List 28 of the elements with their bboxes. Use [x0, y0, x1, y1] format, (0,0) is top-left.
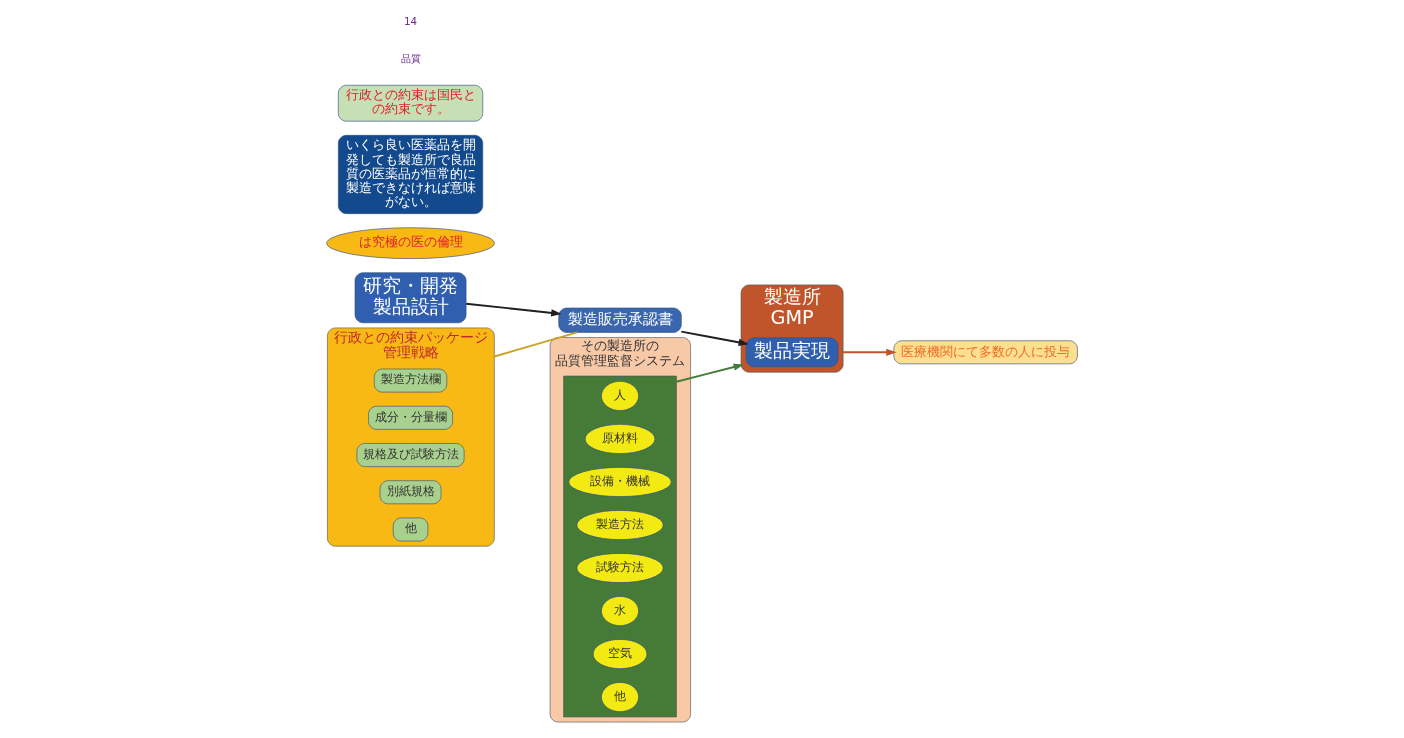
node-box: 成分・分量欄 — [368, 405, 453, 430]
node-box: 製造販売承認書 — [558, 307, 682, 333]
node-ellipse: は究極の医の倫理 — [326, 227, 495, 259]
node-box: 医療機関にて多数の人に投与 — [893, 340, 1078, 365]
label: 14 — [404, 14, 418, 27]
arrow — [842, 348, 897, 356]
node-box: 研究・開発 製品設計 — [354, 272, 467, 324]
node-box: 他 — [392, 517, 429, 542]
node-box: 行政との約束は国民との約束です。 — [338, 84, 484, 122]
node-box: 別紙規格 — [379, 480, 442, 505]
label: 品質 — [400, 52, 421, 65]
node-box: いくら良い医薬品を開発しても製造所で良品質の医薬品が恒常的に製造できなければ意味がない。 — [338, 135, 484, 214]
node-ellipse: 原材料 — [584, 424, 656, 454]
node-box: 製品実現 — [745, 337, 839, 368]
arrow — [675, 363, 744, 383]
node-ellipse: 空気 — [592, 639, 648, 669]
node-box: 製造方法欄 — [373, 368, 448, 393]
node-ellipse: 人 — [601, 381, 639, 411]
node-ellipse: 水 — [601, 596, 639, 626]
node-ellipse: 設備・機械 — [568, 467, 672, 497]
node-box: 規格及び試験方法 — [356, 443, 465, 467]
arrow — [680, 330, 749, 346]
node-ellipse: 試験方法 — [576, 553, 664, 583]
node-ellipse: 他 — [601, 682, 639, 712]
node-ellipse: 製造方法 — [576, 510, 664, 540]
cluster — [563, 375, 677, 718]
connector — [493, 331, 579, 358]
arrow — [465, 302, 562, 317]
